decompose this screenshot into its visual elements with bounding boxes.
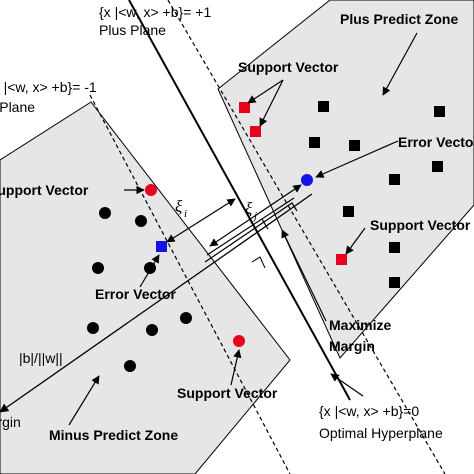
error-vector-label-right: Error Vector [398,134,474,150]
hyperplane-equation: {x |<w, x> +b}=0 [319,403,419,419]
support-vector-label-left: Support Vector [0,182,89,198]
support-vector-pointer-b [259,79,284,127]
minus-point [146,324,158,336]
plus-zone-pointer [382,32,418,96]
support-vector-label-top: Support Vector [238,59,339,75]
error-vector-label-left: Error Vector [95,286,176,302]
minus-point [180,312,192,324]
plus-predict-zone-region [217,0,474,359]
support-vector-label-bottom: Support Vector [177,385,278,401]
plus-plane-name: Plus Plane [99,22,166,38]
minus-support-vector-point [145,184,157,196]
plus-plane-line [167,0,446,474]
minus-plane-line [89,94,291,474]
plus-point [389,242,400,253]
support-vector-pointer-a [247,79,284,104]
xi-i-subscript: i [184,208,187,220]
plus-support-vector-point [239,102,250,113]
minus-plane-equation: {x |<w, x> +b}= -1 [0,79,97,95]
support-vector-pointer-right [345,227,366,255]
xi-j-symbol: ξ [245,199,253,218]
xi-i-symbol: ξ [175,197,183,216]
plus-error-vector-point [156,241,167,252]
error-vector-pointer-right [315,140,399,178]
plus-point [349,140,360,151]
xi-j-arrow [209,184,302,247]
minus-point [92,262,104,274]
maximize-margin-pointer [281,229,327,322]
maximize-label: Maximize [329,317,391,333]
plus-plane-equation: {x |<w, x> +b}= +1 [99,4,211,20]
minus-zone-label: Minus Predict Zone [49,427,178,443]
minus-error-vector-point [301,174,313,186]
distance-label: |b|/||w|| [19,350,63,366]
minus-point [87,322,99,334]
plus-point [434,106,445,117]
right-angle-mark [251,256,266,269]
support-vector-label-right: Support Vector [370,217,471,233]
hyperplane-name: Optimal Hyperplane [319,425,443,441]
minus-point [124,360,136,372]
plus-point [343,206,354,217]
minus-zone-pointer [68,375,100,426]
plus-support-vector-point [250,126,261,137]
support-vector-pointer-bottom [230,349,242,386]
plus-support-vector-point [336,254,347,265]
xi-j-subscript: j [252,210,257,222]
error-vector-pointer-left [139,254,160,288]
minus-point [99,207,111,219]
minus-support-vector-point [233,335,245,347]
minus-predict-zone-region [0,101,291,474]
plus-zone-label: Plus Predict Zone [340,11,458,27]
minus-plane-name: Minus Plane [0,99,35,115]
minus-point [135,215,147,227]
plus-point [309,137,320,148]
plus-point [389,174,400,185]
margin-label: Margin [329,338,375,354]
plus-point [432,161,443,172]
plus-point [389,277,400,288]
hyperplane-pointer [330,373,364,397]
margin-fragment-label: Margin [0,414,21,430]
plus-point [318,101,329,112]
